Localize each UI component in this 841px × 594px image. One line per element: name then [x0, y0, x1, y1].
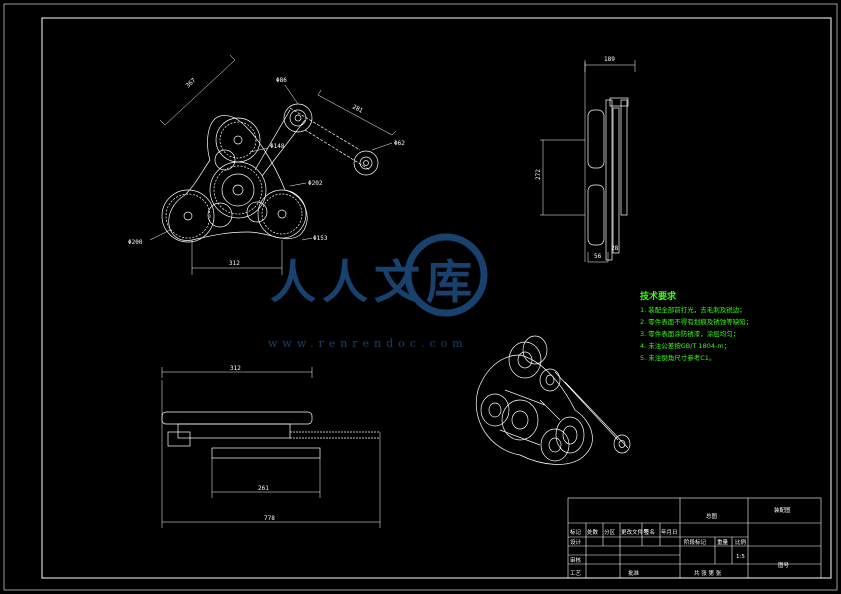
watermark-url: www.renrendoc.com — [268, 337, 468, 350]
notes-title: 技术要求 — [640, 290, 677, 302]
tb-name: 总图 — [706, 512, 718, 520]
tb-weight-label: 重量 — [717, 538, 729, 546]
dim-width: 312 — [229, 260, 240, 267]
note-item-5: 5. 未注倒角尺寸参考C1。 — [640, 353, 715, 362]
dim-gear-right: Φ153 — [313, 235, 328, 242]
dim-gear-left: Φ148 — [270, 143, 285, 150]
dim-side-height: 272 — [535, 169, 542, 180]
dim-side-base-b: 28 — [611, 245, 619, 252]
watermark-brand: 人人文库 — [270, 255, 478, 309]
title-block — [567, 497, 822, 579]
tb-row-process: 工艺 — [570, 570, 582, 577]
tb-row-design: 设计 — [570, 538, 582, 546]
technical-notes: 技术要求 1. 装配全部前打光，去毛刺及锐边； 2. 零件表面不得有划痕及锈蚀等… — [640, 290, 752, 362]
tb-drawing-no: 装配图 — [774, 506, 791, 514]
dim-side-top-width: 189 — [604, 56, 615, 63]
tb-header-6: 年月日 — [661, 528, 678, 536]
tb-header-4: 更改文件号 — [621, 528, 649, 536]
tb-scale-label: 比例 — [735, 538, 747, 546]
dim-gear-center: Φ202 — [308, 180, 323, 187]
dim-arm-len: 281 — [351, 104, 364, 115]
dim-front-bottom: 778 — [264, 515, 275, 522]
tb-header-3: 分区 — [604, 528, 616, 536]
tb-header-5: 签名 — [644, 528, 655, 536]
tb-header-2: 处数 — [587, 528, 599, 536]
dim-pulley-dia: Φ86 — [276, 77, 287, 84]
note-item-4: 4. 未注公差按GB/T 1804-m； — [640, 341, 730, 350]
dim-end-dia: Φ62 — [394, 140, 405, 147]
tb-approve: 批准 — [628, 569, 640, 577]
dim-diagonal: 367 — [185, 77, 198, 90]
watermark: 人人文库 www.renrendoc.com — [268, 233, 488, 350]
tb-header-1: 标记 — [570, 528, 582, 536]
tb-scale-value: 1:5 — [736, 554, 745, 560]
note-item-3: 3. 零件表面涂防锈漆，涂层均匀； — [640, 329, 739, 338]
dim-front-top: 312 — [230, 365, 241, 372]
dim-gear-outer: Φ200 — [128, 239, 143, 246]
note-item-1: 1. 装配全部前打光，去毛刺及锐边； — [640, 305, 746, 314]
dim-front-mid: 261 — [258, 485, 269, 492]
tb-stage-label: 阶段标记 — [684, 538, 707, 546]
dim-side-base-a: 56 — [594, 253, 602, 260]
tb-row-review: 审核 — [570, 556, 582, 564]
tb-company: 图号 — [778, 561, 790, 569]
isometric-view — [476, 335, 631, 465]
tb-sheet-text: 共 张 第 张 — [694, 569, 722, 577]
outer-frame — [3, 3, 838, 591]
watermark-logo-ring — [404, 233, 488, 317]
top-view — [149, 54, 397, 275]
side-view — [540, 60, 636, 263]
inner-frame — [41, 17, 832, 579]
front-view — [161, 367, 381, 528]
note-item-2: 2. 零件表面不得有划痕及锈蚀等缺陷； — [640, 317, 752, 326]
